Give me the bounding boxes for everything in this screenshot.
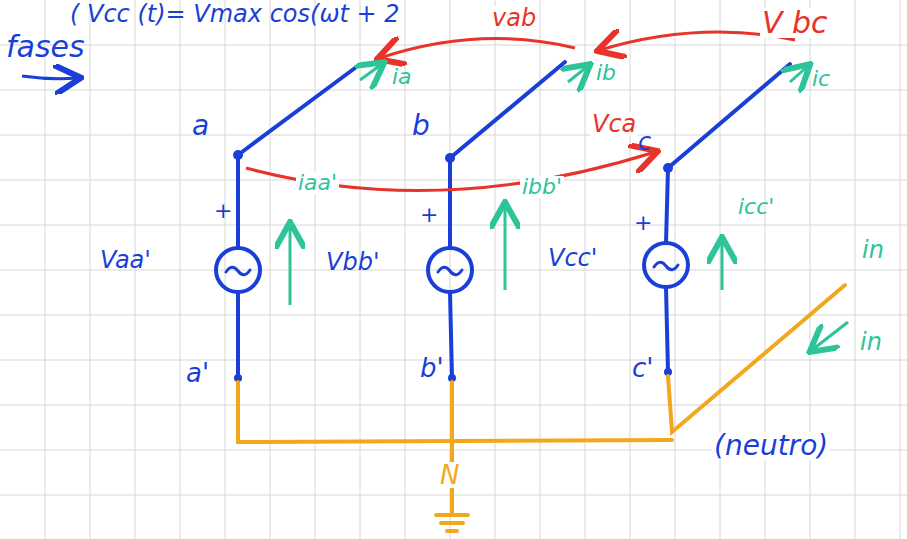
terminal-name: a' (186, 360, 209, 386)
voltage-arrows (246, 32, 795, 191)
current-name: ibb' (520, 176, 564, 198)
current-arrows (290, 64, 848, 350)
terminal-name: b' (420, 355, 444, 381)
source-name: Vcc' (548, 246, 597, 270)
voltage-name: V bc (760, 8, 830, 38)
source-name: Vaa' (100, 248, 151, 272)
source-name: Vbb' (326, 250, 379, 274)
node-name: N (438, 462, 461, 488)
pointer-arrow (22, 76, 78, 79)
current-name: in (862, 238, 884, 262)
phase-wires (216, 62, 790, 378)
voltage-name: vab (490, 6, 538, 30)
note-text: (neutro) (712, 432, 830, 460)
phase-name: a (192, 112, 209, 140)
current-name: ib (596, 62, 616, 84)
current-name: ic (812, 68, 830, 90)
current-name: iaa' (296, 172, 339, 194)
current-name: ia (392, 66, 412, 88)
formula-text: ( Vcc (t)= Vmax cos(ωt + 2 (70, 2, 400, 26)
polarity-mark: + (214, 200, 232, 222)
current-name: in (860, 330, 882, 354)
group-label: fases (6, 32, 85, 62)
polarity-mark: + (634, 212, 652, 234)
current-name: icc' (738, 196, 774, 218)
phase-name: b (412, 112, 430, 140)
neutral-wire (238, 285, 845, 531)
voltage-name: Vca (590, 112, 638, 136)
polarity-mark: + (420, 204, 438, 226)
phase-name: c (638, 130, 651, 154)
terminal-name: c' (632, 355, 653, 381)
